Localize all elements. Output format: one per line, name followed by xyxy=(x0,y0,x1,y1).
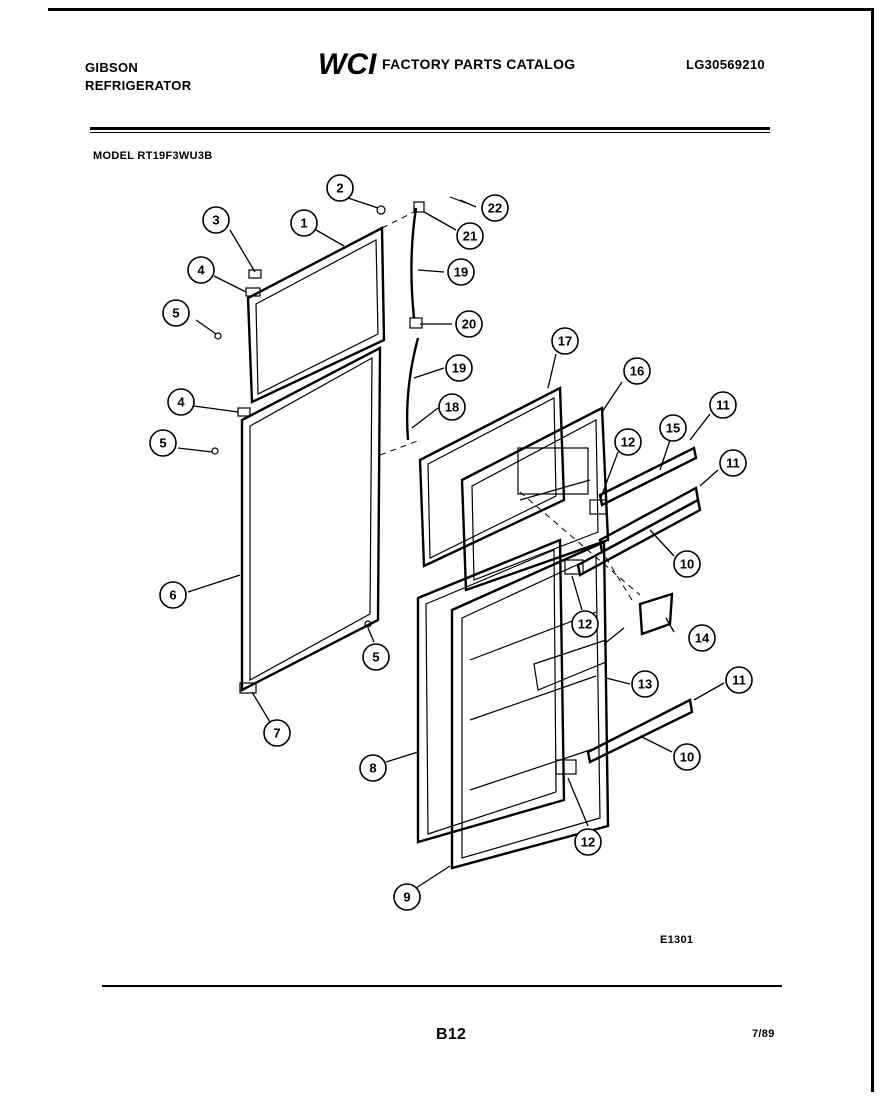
page-number: B12 xyxy=(436,1026,467,1043)
callout-10-upper: 10 xyxy=(673,550,701,578)
callout-11-middle: 11 xyxy=(719,449,747,477)
fresh-food-door-part xyxy=(240,209,421,692)
svg-text:14: 14 xyxy=(695,631,710,646)
svg-text:7: 7 xyxy=(273,726,280,741)
revision-date: 7/89 xyxy=(752,1028,775,1040)
svg-text:11: 11 xyxy=(716,398,730,413)
svg-text:6: 6 xyxy=(169,588,176,603)
svg-text:4: 4 xyxy=(177,395,185,410)
callout-9: 9 xyxy=(393,883,421,911)
callout-19-upper: 19 xyxy=(447,258,475,286)
svg-text:2: 2 xyxy=(336,181,343,196)
freezer-door-part xyxy=(246,226,386,404)
callout-14: 14 xyxy=(688,624,716,652)
svg-text:19: 19 xyxy=(452,361,466,376)
svg-text:5: 5 xyxy=(172,306,179,321)
wci-logo-text: WCI xyxy=(318,48,377,78)
callout-1: 1 xyxy=(290,209,318,237)
svg-text:11: 11 xyxy=(732,673,746,688)
callout-20: 20 xyxy=(455,310,483,338)
svg-text:13: 13 xyxy=(638,677,652,692)
leader-lines xyxy=(177,195,725,889)
callout-5-lower: 5 xyxy=(362,643,390,671)
callout-7: 7 xyxy=(263,719,291,747)
callout-4-lower: 4 xyxy=(167,388,195,416)
svg-text:22: 22 xyxy=(488,201,502,216)
callout-22: 22 xyxy=(481,194,509,222)
svg-text:16: 16 xyxy=(630,364,644,379)
svg-text:12: 12 xyxy=(578,617,592,632)
model-number: MODEL RT19F3WU3B xyxy=(93,150,213,162)
wci-logo: WCI xyxy=(318,48,377,78)
callout-12-top: 12 xyxy=(614,428,642,456)
svg-text:3: 3 xyxy=(212,213,219,228)
header-rule xyxy=(90,127,770,130)
svg-text:5: 5 xyxy=(372,650,379,665)
svg-text:19: 19 xyxy=(454,265,468,280)
brand-line-1: GIBSON xyxy=(85,60,139,75)
svg-text:4: 4 xyxy=(197,263,205,278)
svg-text:1: 1 xyxy=(300,216,307,231)
callout-16: 16 xyxy=(623,357,651,385)
callout-11-top: 11 xyxy=(709,391,737,419)
svg-text:12: 12 xyxy=(621,435,635,450)
callout-15: 15 xyxy=(659,414,687,442)
freezer-gasket-part xyxy=(418,386,566,568)
callout-5-upper: 5 xyxy=(162,299,190,327)
callout-12-bottom: 12 xyxy=(574,828,602,856)
callout-21: 21 xyxy=(456,222,484,250)
catalog-title: FACTORY PARTS CATALOG xyxy=(382,56,576,72)
footer-rule xyxy=(102,985,782,987)
page-frame xyxy=(48,8,874,1092)
brand-line-2: REFRIGERATOR xyxy=(85,78,192,93)
callout-2: 2 xyxy=(326,174,354,202)
svg-text:21: 21 xyxy=(463,229,477,244)
svg-text:12: 12 xyxy=(581,835,595,850)
callout-8: 8 xyxy=(359,754,387,782)
callout-11-bottom: 11 xyxy=(725,666,753,694)
callout-17: 17 xyxy=(551,327,579,355)
callout-18: 18 xyxy=(438,393,466,421)
callout-13: 13 xyxy=(631,670,659,698)
svg-text:10: 10 xyxy=(680,557,694,572)
callout-12-middle: 12 xyxy=(571,610,599,638)
svg-text:5: 5 xyxy=(159,436,166,451)
callout-3: 3 xyxy=(202,206,230,234)
callout-4-upper: 4 xyxy=(187,256,215,284)
door-shelf-bars xyxy=(533,446,702,764)
diagram-id: E1301 xyxy=(660,934,694,946)
fresh-food-liner-part xyxy=(450,540,610,870)
svg-text:10: 10 xyxy=(680,750,694,765)
svg-text:20: 20 xyxy=(462,317,476,332)
header-rule-thin xyxy=(90,132,770,133)
freezer-liner-part xyxy=(460,406,641,596)
door-handles xyxy=(405,196,467,441)
fresh-food-gasket-part xyxy=(416,538,566,844)
document-id: LG30569210 xyxy=(686,57,765,72)
svg-text:17: 17 xyxy=(558,334,572,349)
svg-text:9: 9 xyxy=(403,890,410,905)
svg-text:18: 18 xyxy=(445,400,459,415)
svg-text:11: 11 xyxy=(726,456,740,471)
callout-5-middle: 5 xyxy=(149,429,177,457)
svg-text:8: 8 xyxy=(369,761,376,776)
callout-10-lower: 10 xyxy=(673,743,701,771)
callout-19-lower: 19 xyxy=(445,354,473,382)
callout-6: 6 xyxy=(159,581,187,609)
svg-text:15: 15 xyxy=(666,421,680,436)
